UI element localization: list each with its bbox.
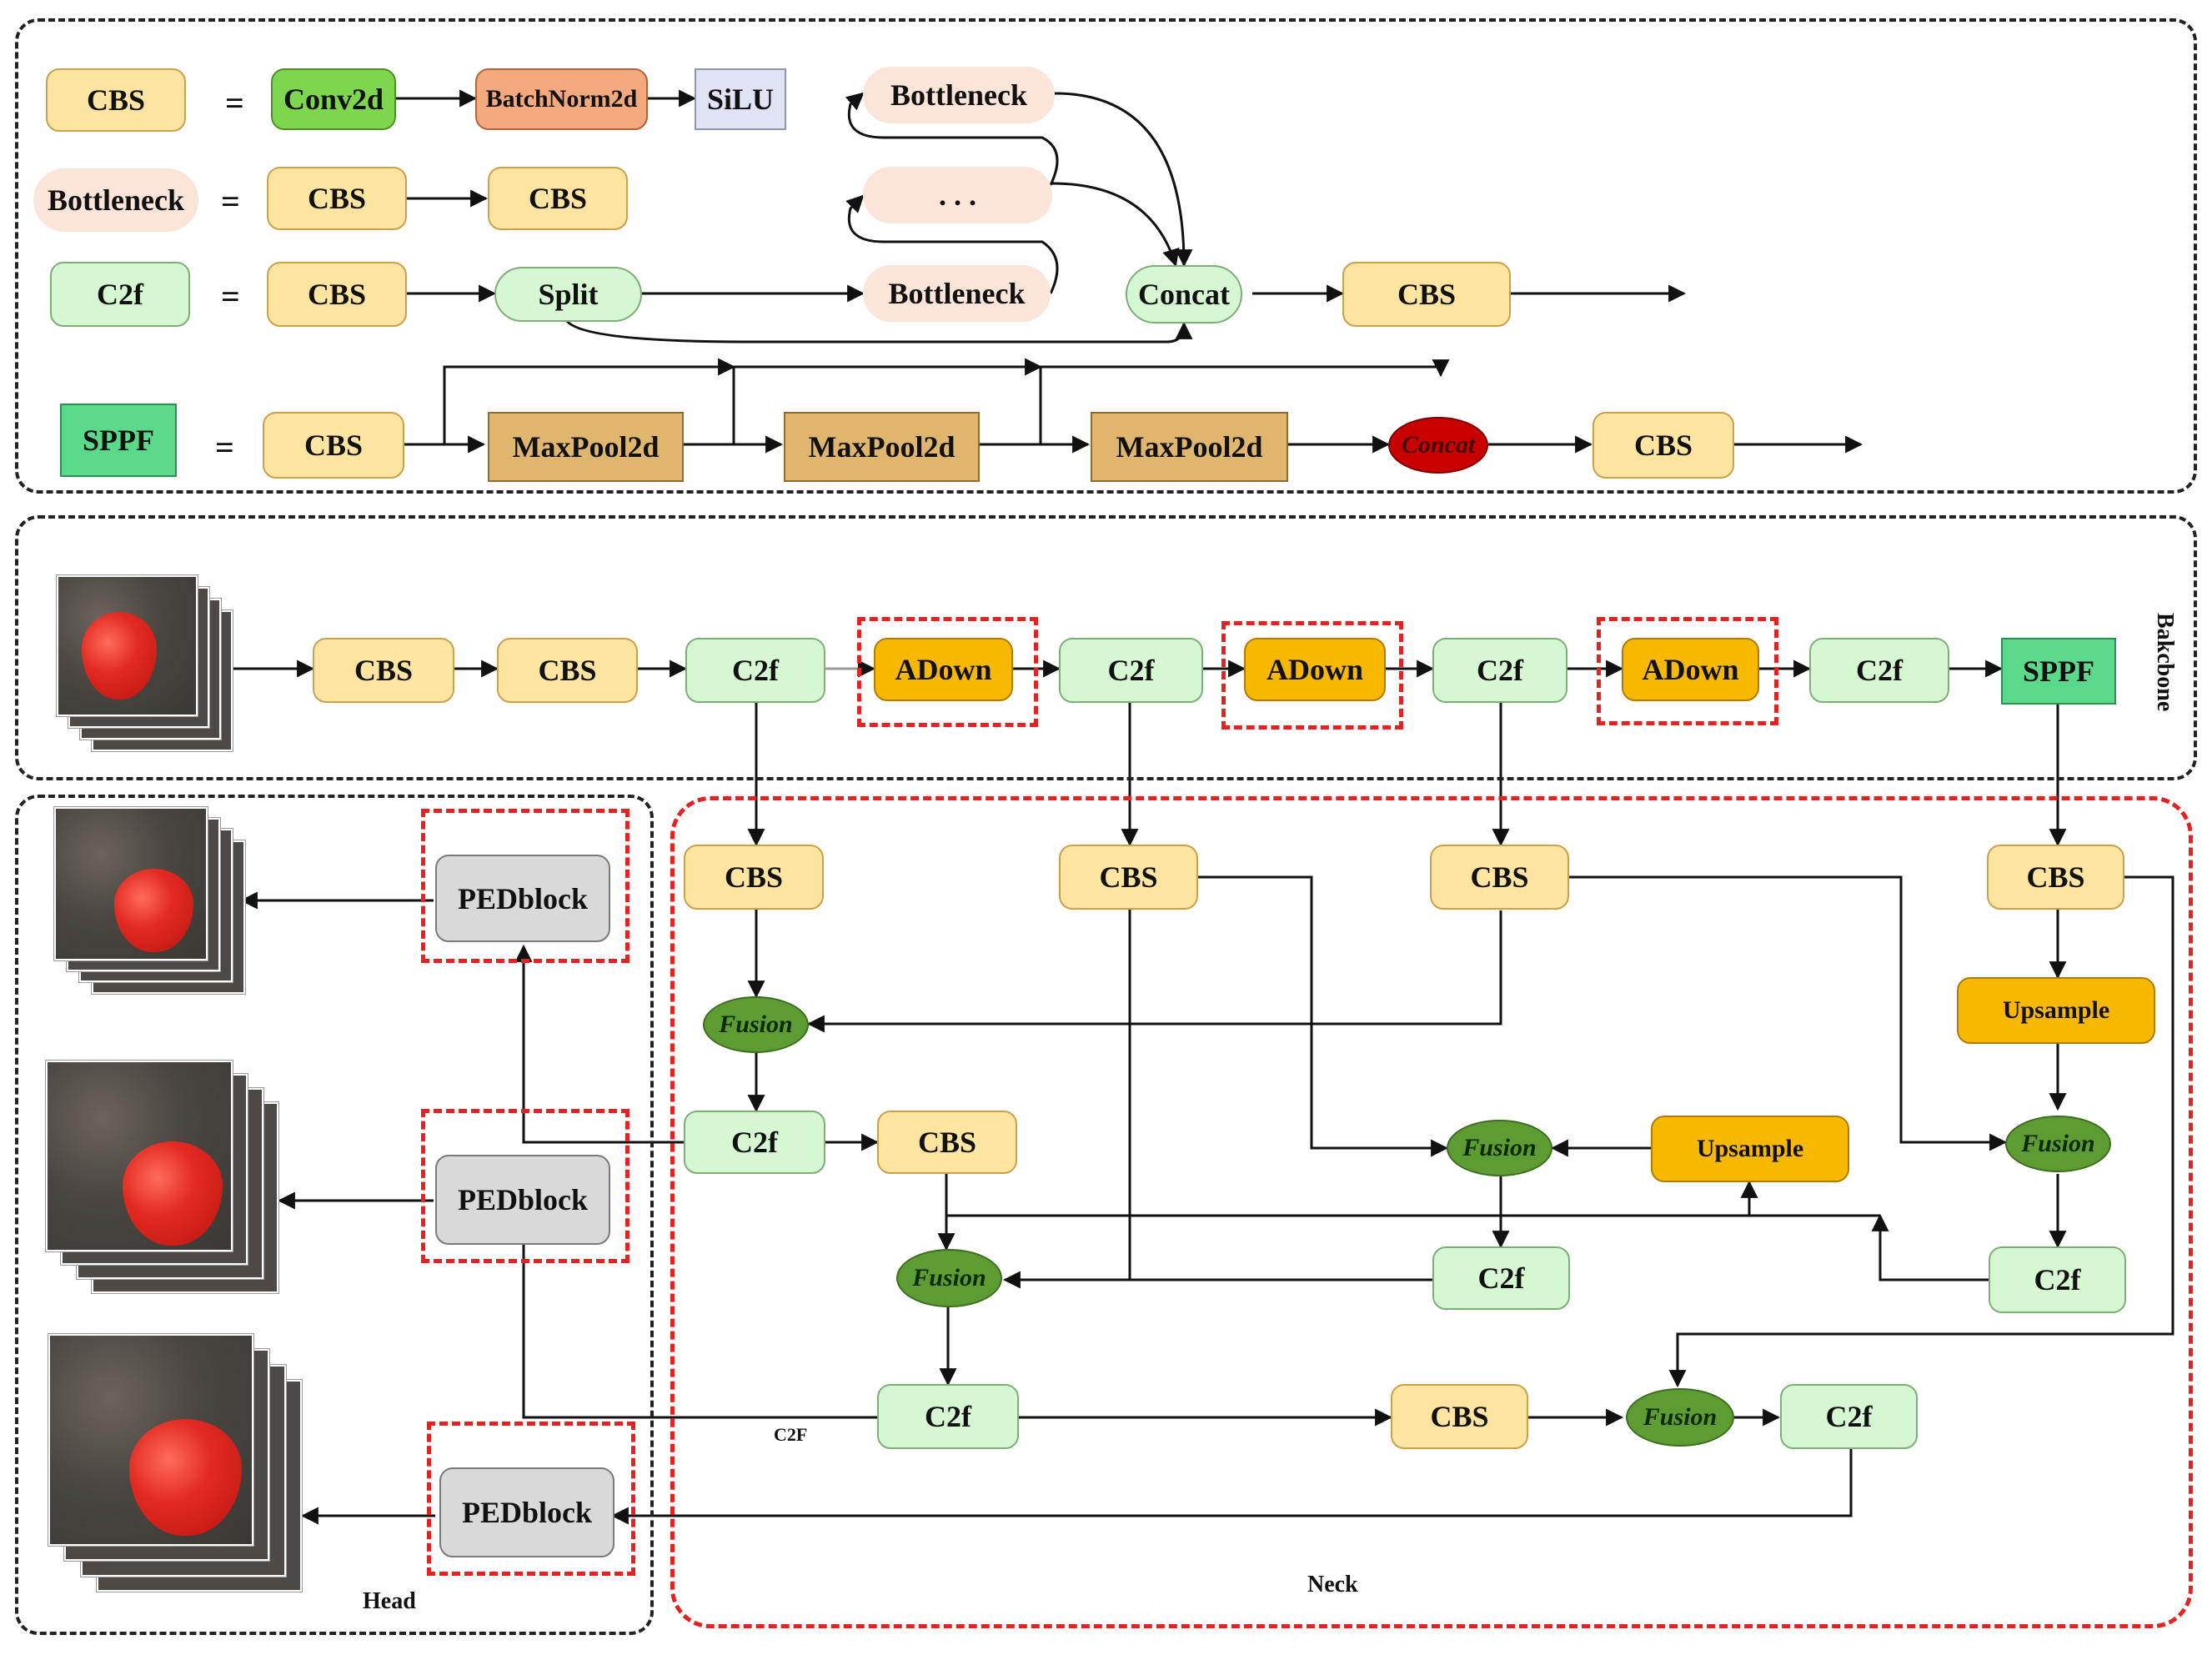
legend-cbs-label: CBS	[46, 68, 186, 132]
sppf-cbs: CBS	[263, 412, 404, 479]
sppf-cbs-out: CBS	[1593, 412, 1734, 479]
maxpool2d-2: MaxPool2d	[784, 412, 980, 482]
edge	[1054, 92, 1193, 268]
backbone-label: Bakcbone	[2152, 613, 2178, 712]
c2f-annotation: C2F	[774, 1424, 808, 1445]
backbone-adown-2: ADown	[1244, 638, 1386, 701]
neck-fusion-5: Fusion	[1626, 1388, 1734, 1447]
legend-c2f-label: C2f	[50, 262, 190, 327]
c2f-ellipsis: . . .	[863, 167, 1052, 223]
neck-c2f-5: C2f	[1780, 1384, 1918, 1449]
edge	[1871, 1213, 1989, 1281]
neck-c2f-4: C2f	[877, 1384, 1019, 1449]
c2f-bottleneck-bottom: Bottleneck	[863, 265, 1051, 322]
backbone-cbs-2: CBS	[497, 638, 638, 703]
neck-cbs-1: CBS	[684, 845, 824, 910]
adown-highlight	[1597, 617, 1778, 725]
adown-highlight	[1221, 621, 1403, 730]
batchnorm2d-block: BatchNorm2d	[475, 68, 648, 130]
head-pedblock-1: PEDblock	[435, 855, 610, 942]
edge	[514, 1201, 877, 1419]
edge	[443, 359, 1450, 444]
neck-fusion-2: Fusion	[1447, 1120, 1552, 1176]
edge	[1569, 875, 2008, 1151]
backbone-c2f-3: C2f	[1432, 638, 1567, 703]
backbone-cbs-1: CBS	[313, 638, 454, 703]
strawberry-image	[46, 1061, 233, 1251]
neck-fusion-1: Fusion	[703, 996, 809, 1053]
neck-label: Neck	[1307, 1572, 1358, 1597]
backbone-c2f-1: C2f	[685, 638, 825, 703]
neck-upsample-1: Upsample	[1957, 977, 2155, 1044]
equals-sign: =	[215, 429, 234, 466]
backbone-frame	[15, 515, 2197, 780]
pedblock-highlight	[421, 1109, 629, 1263]
maxpool2d-1: MaxPool2d	[488, 412, 684, 482]
edge	[1668, 875, 2174, 1388]
output-image-stack-2	[46, 1061, 278, 1302]
edge	[610, 1449, 1853, 1525]
conv2d-block: Conv2d	[271, 68, 396, 130]
input-image-stack	[57, 575, 233, 752]
edge	[514, 944, 684, 1144]
neck-c2f-1: C2f	[684, 1111, 825, 1174]
neck-fusion-4: Fusion	[896, 1249, 1002, 1307]
sppf-concat: Concat	[1388, 417, 1488, 474]
c2f-cbs: CBS	[267, 262, 407, 327]
neck-cbs-6: CBS	[1391, 1384, 1528, 1449]
neck-fusion-3: Fusion	[2005, 1116, 2111, 1172]
neck-c2f-3: C2f	[1989, 1246, 2126, 1313]
head-frame	[15, 795, 654, 1635]
neck-cbs-2: CBS	[1059, 845, 1198, 910]
neck-c2f-2: C2f	[1432, 1246, 1570, 1310]
bottleneck-cbs-2: CBS	[488, 167, 628, 230]
strawberry-image	[54, 807, 208, 960]
concat-block: Concat	[1126, 265, 1242, 323]
equals-sign: =	[225, 84, 244, 122]
backbone-sppf: SPPF	[2001, 638, 2116, 705]
neck-cbs-3: CBS	[1430, 845, 1569, 910]
split-block: Split	[494, 267, 642, 322]
legend-frame	[15, 18, 2197, 494]
silu-block: SiLU	[695, 68, 786, 130]
bottleneck-cbs-1: CBS	[267, 167, 407, 230]
adown-highlight	[857, 617, 1038, 727]
edge	[1051, 182, 1180, 268]
output-image-stack-3	[48, 1334, 303, 1599]
c2f-bottleneck-top: Bottleneck	[863, 67, 1055, 123]
head-pedblock-3: PEDblock	[439, 1467, 614, 1557]
equals-sign: =	[221, 183, 240, 220]
output-image-stack-1	[54, 807, 245, 1001]
equals-sign: =	[221, 278, 240, 315]
strawberry-image	[48, 1334, 253, 1546]
legend-sppf-label: SPPF	[60, 404, 177, 477]
edge	[845, 92, 1059, 186]
edge	[1198, 875, 1449, 1157]
strawberry-image	[57, 575, 198, 716]
edge	[845, 194, 1059, 294]
head-pedblock-2: PEDblock	[435, 1155, 610, 1245]
neck-frame	[670, 796, 2193, 1628]
backbone-c2f-4: C2f	[1809, 638, 1949, 703]
pedblock-highlight	[427, 1422, 635, 1576]
head-label: Head	[363, 1588, 416, 1614]
backbone-adown-3: ADown	[1622, 638, 1759, 701]
backbone-c2f-2: C2f	[1059, 638, 1203, 703]
edge	[806, 910, 1502, 1033]
maxpool2d-3: MaxPool2d	[1091, 412, 1288, 482]
edge	[565, 319, 1193, 344]
c2f-cbs-out: CBS	[1342, 262, 1511, 327]
neck-upsample-2: Upsample	[1651, 1116, 1849, 1182]
neck-cbs-5: CBS	[877, 1111, 1017, 1174]
pedblock-highlight	[421, 809, 629, 963]
legend-bottleneck-label: Bottleneck	[33, 168, 198, 232]
backbone-adown-1: ADown	[874, 638, 1013, 701]
neck-cbs-4: CBS	[1987, 845, 2124, 910]
